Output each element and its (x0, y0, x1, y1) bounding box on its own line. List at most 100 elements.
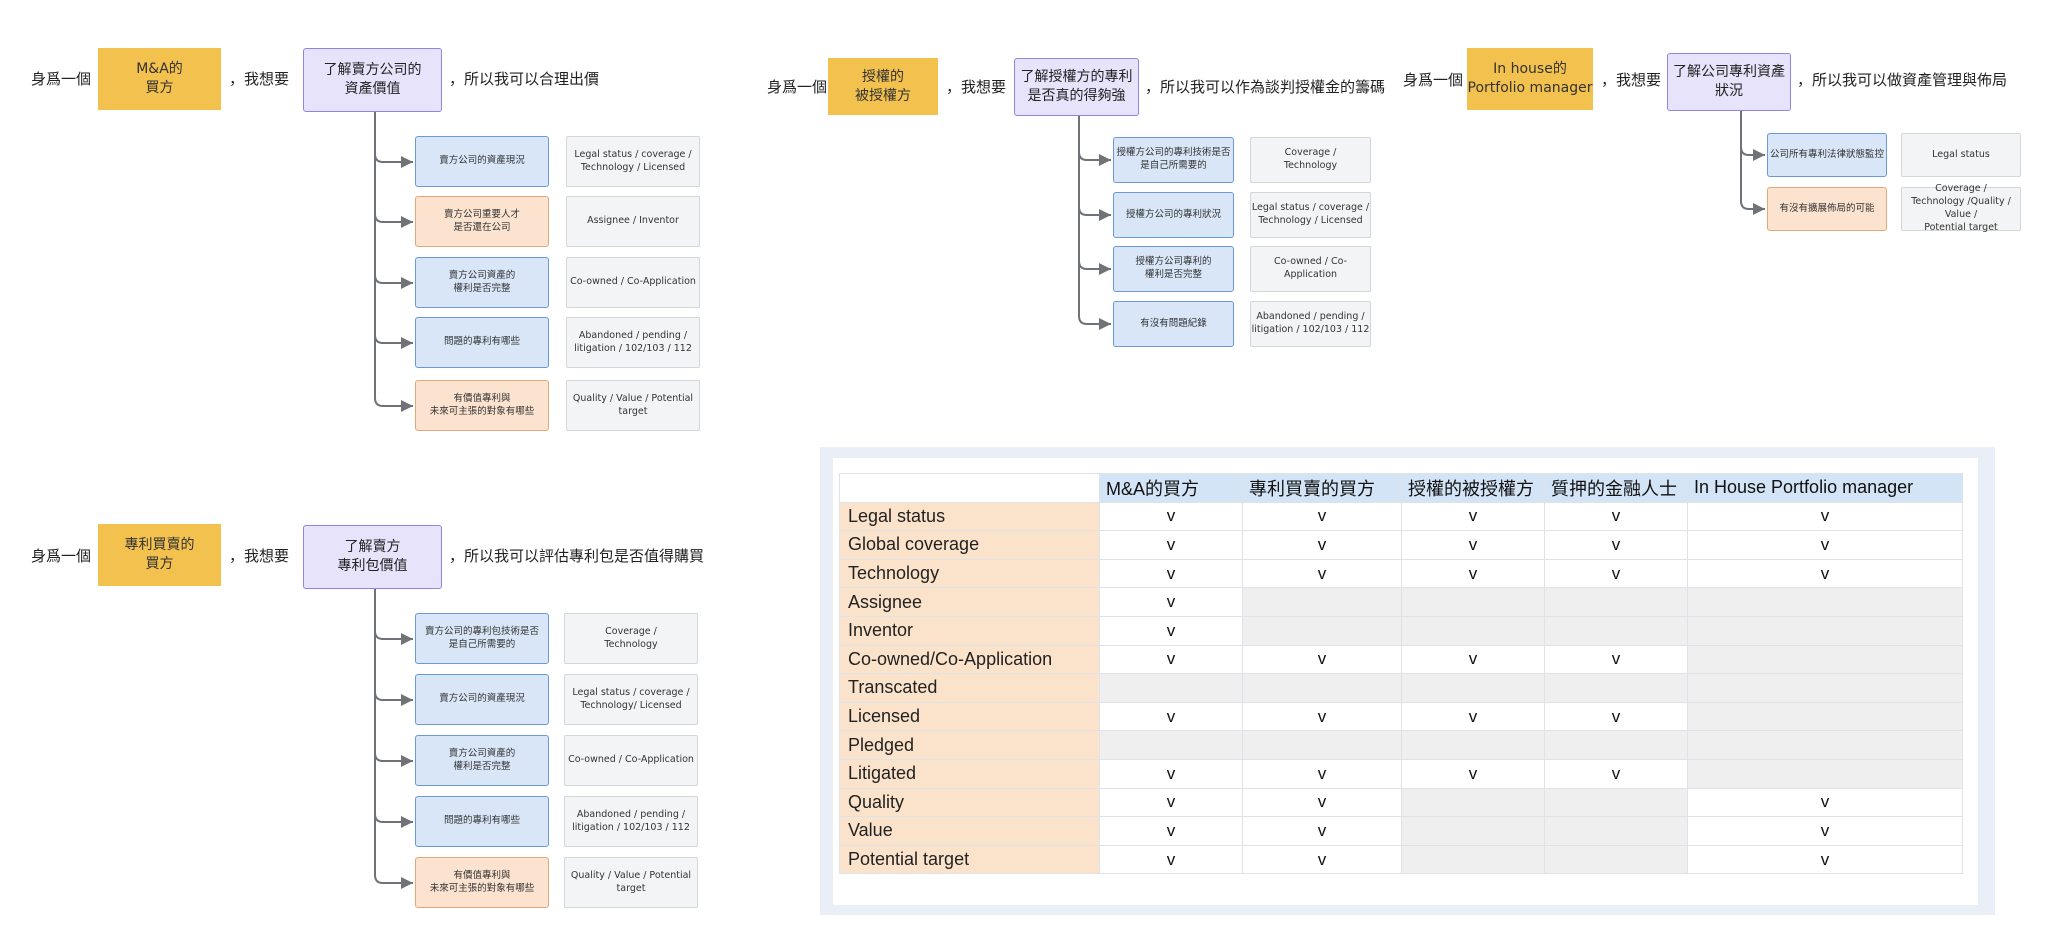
connector-arrow (1078, 260, 1111, 275)
attribute-box: Co-owned / Co-Application (564, 735, 698, 786)
check-mark-cell: v (1544, 758, 1688, 789)
empty-cell (1099, 673, 1243, 703)
attribute-box: Assignee / Inventor (566, 196, 700, 247)
need-box: 授權方公司的專利狀況 (1113, 192, 1234, 238)
empty-cell (1687, 644, 1963, 675)
need-box: 公司所有專利法律狀態監控 (1767, 133, 1887, 177)
role-box: 專利買賣的 買方 (98, 524, 221, 586)
need-box: 賣方公司資產的 權利是否完整 (415, 735, 549, 786)
check-mark-cell: v (1544, 558, 1688, 589)
attribute-box: Co-owned / Co-Application (1250, 246, 1371, 292)
check-mark-cell: v (1242, 558, 1402, 589)
role-box: M&A的 買方 (98, 48, 221, 110)
attribute-box: Legal status / coverage / Technology/ Li… (564, 674, 698, 725)
connector-arrow (374, 630, 413, 645)
connector-arrow (374, 213, 413, 228)
need-box: 有價值專利與 未來可主張的對象有哪些 (415, 380, 549, 431)
empty-cell (1401, 787, 1545, 818)
connector-trunk (1740, 111, 1750, 210)
need-box: 賣方公司的專利包技術是否 是自己所需要的 (415, 613, 549, 664)
table-corner-cell (839, 473, 1100, 503)
attribute-box: Quality / Value / Potential target (566, 380, 700, 431)
table-row-label: Litigated (839, 758, 1100, 789)
check-mark-cell: v (1242, 844, 1402, 875)
need-box: 授權方公司專利的 權利是否完整 (1113, 246, 1234, 292)
table-row-label: Value (839, 816, 1100, 846)
connector-arrow (1078, 206, 1111, 221)
check-mark-cell: v (1099, 587, 1243, 617)
flow-want: ，我想要 (946, 78, 1007, 96)
empty-cell (1099, 730, 1243, 760)
empty-cell (1687, 615, 1963, 646)
empty-cell (1544, 730, 1688, 760)
need-box: 授權方公司的專利技術是否 是自己所需要的 (1113, 137, 1234, 183)
attribute-box: Legal status (1901, 133, 2021, 177)
role-box: 授權的 被授權方 (828, 58, 938, 115)
empty-cell (1242, 673, 1402, 703)
check-mark-cell: v (1401, 530, 1545, 560)
empty-cell (1401, 673, 1545, 703)
connector-arrow (374, 691, 413, 706)
role-box: In house的 Portfolio manager (1467, 48, 1593, 110)
table-row-label: Inventor (839, 615, 1100, 646)
connector-arrow (374, 752, 413, 767)
empty-cell (1544, 673, 1688, 703)
table-row: Pledged (839, 730, 1963, 760)
empty-cell (1242, 615, 1402, 646)
need-box: 有沒有擴展佈局的可能 (1767, 187, 1887, 231)
check-mark-cell: v (1687, 816, 1963, 846)
flow-want: ，我想要 (229, 547, 290, 565)
check-mark-cell: v (1687, 530, 1963, 560)
check-mark-cell: v (1544, 530, 1688, 560)
connector-arrow (374, 153, 413, 168)
attribute-box: Quality / Value / Potential target (564, 857, 698, 908)
check-mark-cell: v (1544, 501, 1688, 532)
flow-so: ，所以我可以評估專利包是否值得購買 (449, 547, 705, 565)
table-column-header: 質押的金融人士 (1544, 473, 1688, 503)
connector-arrow (1078, 151, 1111, 166)
connector-arrow (374, 813, 413, 828)
check-mark-cell: v (1401, 501, 1545, 532)
table-row-label: Assignee (839, 587, 1100, 617)
empty-cell (1544, 615, 1688, 646)
check-mark-cell: v (1099, 758, 1243, 789)
flow-want: ，我想要 (1601, 71, 1662, 89)
need-box: 賣方公司重要人才 是否還在公司 (415, 196, 549, 247)
check-mark-cell: v (1099, 644, 1243, 675)
empty-cell (1544, 844, 1688, 875)
check-mark-cell: v (1687, 787, 1963, 818)
empty-cell (1401, 816, 1545, 846)
attribute-box: Legal status / coverage / Technology / L… (1250, 192, 1371, 238)
check-mark-cell: v (1687, 844, 1963, 875)
connector-arrow (374, 334, 413, 349)
check-mark-cell: v (1401, 758, 1545, 789)
table-row: Transcated (839, 673, 1963, 703)
check-mark-cell: v (1099, 816, 1243, 846)
flow-prefix: 身爲一個 (1403, 71, 1464, 89)
empty-cell (1687, 701, 1963, 732)
empty-cell (1687, 758, 1963, 789)
flow-so: ，所以我可以作為談判授權金的籌碼 (1145, 78, 1386, 96)
check-mark-cell: v (1099, 530, 1243, 560)
attribute-box: Co-owned / Co-Application (566, 257, 700, 308)
check-mark-cell: v (1544, 701, 1688, 732)
table-row-label: Licensed (839, 701, 1100, 732)
flow-prefix: 身爲一個 (767, 78, 828, 96)
need-box: 賣方公司資產的 權利是否完整 (415, 257, 549, 308)
check-mark-cell: v (1099, 558, 1243, 589)
table-row-label: Legal status (839, 501, 1100, 532)
table-row-label: Potential target (839, 844, 1100, 875)
need-box: 賣方公司的資產現況 (415, 136, 549, 187)
empty-cell (1401, 615, 1545, 646)
